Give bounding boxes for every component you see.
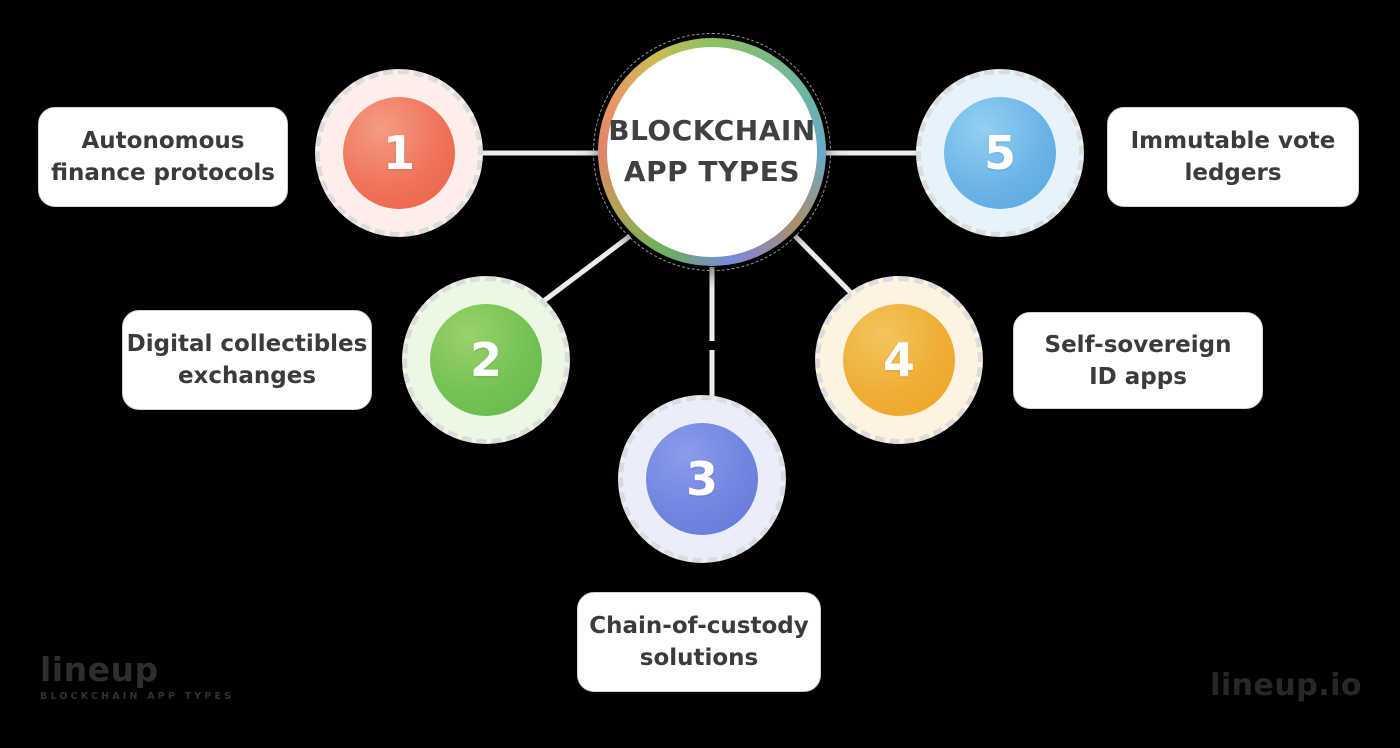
label-line: ID apps: [1089, 363, 1187, 390]
central-hub-circle: BLOCKCHAIN APP TYPES: [593, 33, 831, 271]
label-line: ledgers: [1184, 160, 1282, 186]
node-number-2: 2: [430, 304, 542, 416]
label-line: solutions: [639, 645, 759, 671]
label-line: finance protocols: [51, 160, 275, 186]
label-box-immutable-vote: Immutable vote ledgers: [1107, 107, 1359, 207]
node-number-3: 3: [646, 423, 758, 535]
node-circle-2: 2: [402, 276, 570, 444]
label-line: Autonomous: [81, 128, 245, 154]
diagram-title-line2: APP TYPES: [623, 155, 801, 188]
label-box-digital-collectibles: Digital collectibles exchanges: [122, 310, 372, 410]
node-number-5: 5: [944, 97, 1056, 209]
node-circle-5: 5: [916, 69, 1084, 237]
brand-logo: lineup BLOCKCHAIN APP TYPES: [40, 650, 235, 703]
brand-url: lineup.io: [1210, 668, 1362, 703]
brand-tagline: BLOCKCHAIN APP TYPES: [40, 691, 235, 702]
connector-hub-node2: [535, 234, 632, 308]
node-number-4: 4: [843, 304, 955, 416]
label-box-self-sovereign-id: Self-sovereign ID apps: [1013, 312, 1263, 409]
label-line: exchanges: [177, 363, 317, 389]
node-circle-4: 4: [815, 276, 983, 444]
brand-wordmark: lineup: [40, 650, 159, 689]
diagram-title: BLOCKCHAIN APP TYPES: [608, 111, 815, 192]
node-number-1: 1: [343, 97, 455, 209]
node-circle-1: 1: [315, 69, 483, 237]
label-line: Chain-of-custody: [589, 613, 809, 639]
label-box-autonomous-finance: Autonomous finance protocols: [38, 107, 288, 207]
label-line: Digital collectibles: [126, 331, 368, 357]
node-circle-3: 3: [618, 395, 786, 563]
label-box-chain-of-custody: Chain-of-custody solutions: [577, 592, 821, 692]
label-line: Immutable vote: [1130, 128, 1336, 154]
diagram-title-line1: BLOCKCHAIN: [608, 114, 816, 148]
label-line: Self-sovereign: [1044, 331, 1232, 358]
